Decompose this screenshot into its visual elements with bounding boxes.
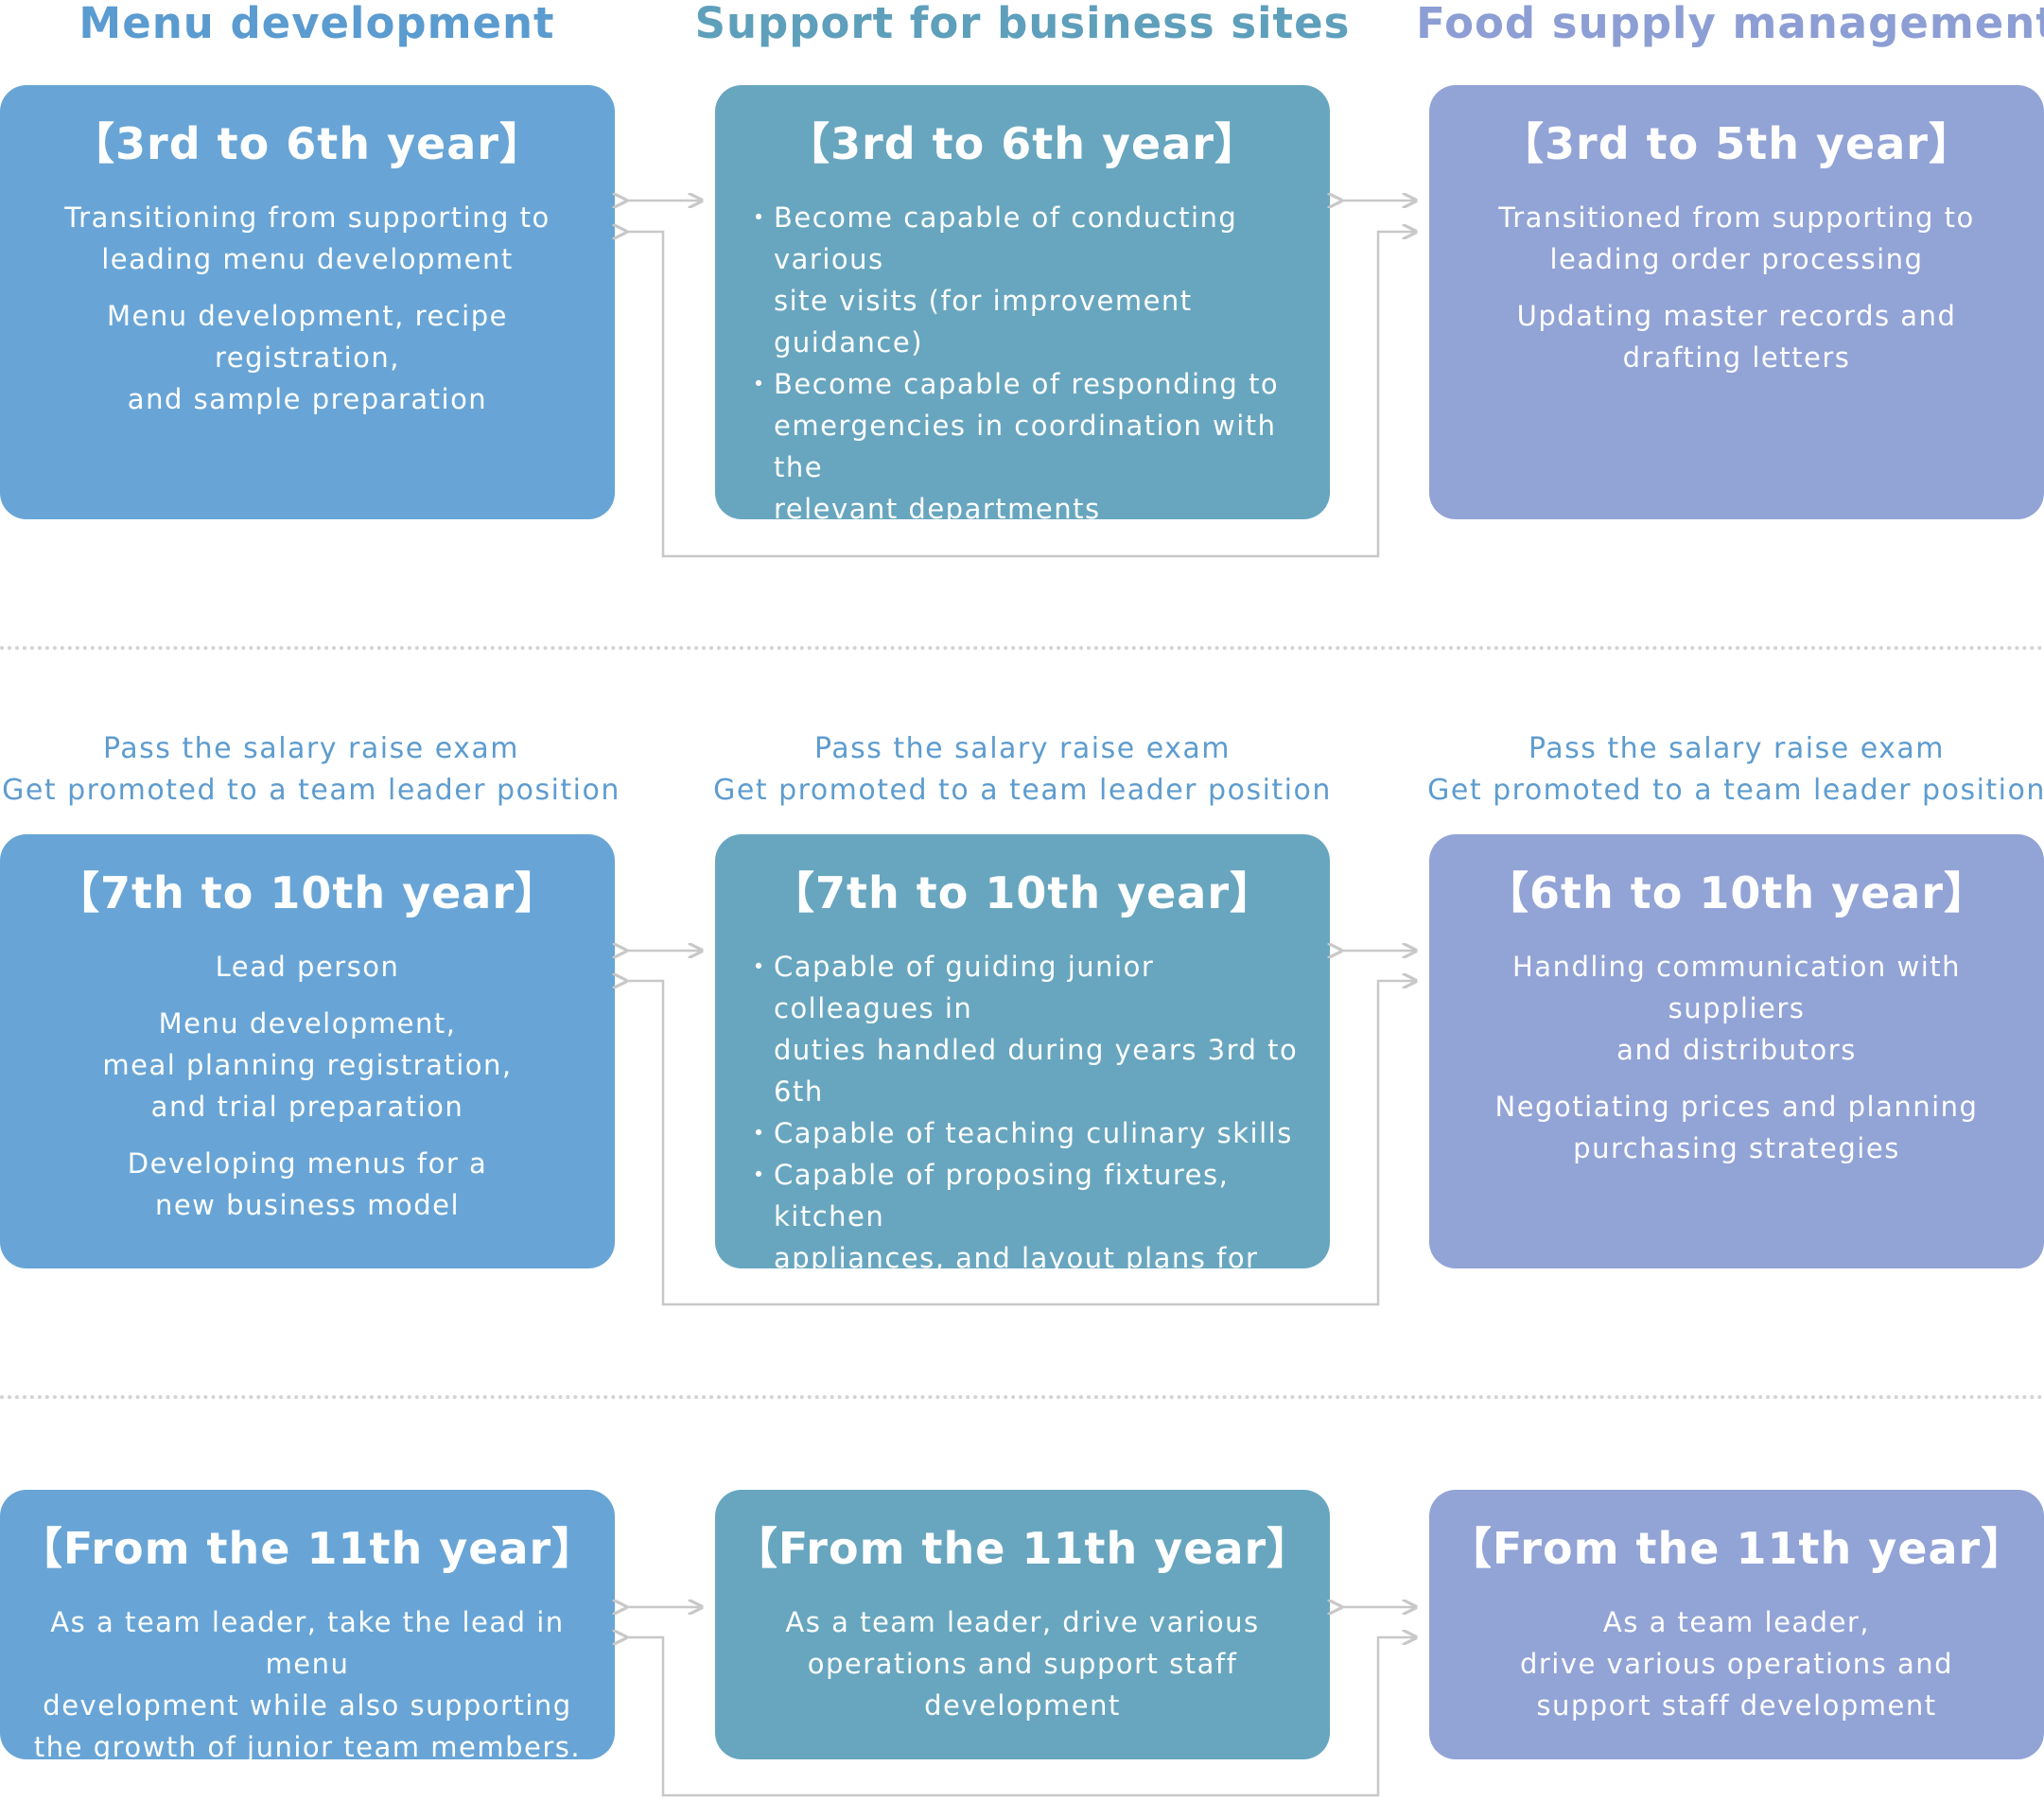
stage-box-menu-row3: 【From the 11th year】 As a team leader, t… [0, 1490, 615, 1763]
list-item: Become capable of supporting the launch … [732, 530, 1313, 613]
stage-description: As a team leader, drive various operatio… [1519, 1606, 1954, 1722]
stage-heading: 【From the 11th year】 [733, 1523, 1312, 1574]
stage-box-support-row1: 【3rd to 6th year】 Become capable of cond… [715, 85, 1330, 608]
stage-box-support-row2: 【7th to 10th year】 Capable of guiding ju… [715, 834, 1330, 1316]
stage-box-menu-row1: 【3rd to 6th year】 Transitioning from sup… [0, 85, 615, 519]
stage-description: Transitioning from supporting to leading… [64, 201, 550, 275]
list-item: Become capable of responding to emergenc… [732, 363, 1313, 530]
promotion-note-food: Pass the salary raise exam Get promoted … [1424, 728, 2044, 812]
stage-description: Developing menus for a new business mode… [127, 1147, 488, 1221]
list-item: Capable of teaching culinary skills [732, 1112, 1313, 1154]
stage-description: Handling communication with suppliers an… [1512, 951, 1961, 1066]
promotion-line: Get promoted to a team leader position [1427, 774, 2044, 807]
column-title-food-supply-management: Food supply management [1416, 0, 2044, 48]
list-item: Capable of proposing fixtures, kitchen a… [732, 1154, 1313, 1320]
stage-description: Menu development, recipe registration, a… [107, 300, 508, 415]
promotion-line: Pass the salary raise exam [1528, 732, 1945, 765]
list-item: Become capable of conducting various sit… [732, 197, 1313, 363]
stage-description: Menu development, meal planning registra… [102, 1007, 513, 1123]
stage-description: Negotiating prices and planning purchasi… [1494, 1091, 1979, 1164]
stage-box-support-row3: 【From the 11th year】 As a team leader, d… [715, 1490, 1330, 1759]
stage-heading: 【From the 11th year】 [18, 1523, 597, 1574]
stage-description: As a team leader, take the lead in menu … [33, 1606, 582, 1763]
stage-heading: 【7th to 10th year】 [770, 867, 1275, 918]
stage-description: Transitioned from supporting to leading … [1498, 201, 1975, 275]
stage-heading: 【From the 11th year】 [1447, 1523, 2026, 1574]
stage-heading: 【3rd to 6th year】 [71, 118, 544, 169]
promotion-line: Get promoted to a team leader position [713, 774, 1332, 807]
promotion-note-support: Pass the salary raise exam Get promoted … [710, 728, 1335, 812]
loop-arrow [626, 981, 1416, 1306]
column-title-menu-development: Menu development [79, 0, 555, 48]
stage-box-menu-row2: 【7th to 10th year】 Lead person Menu deve… [0, 834, 615, 1268]
stage-heading: 【3rd to 5th year】 [1500, 118, 1973, 169]
stage-bullet-list: Capable of guiding junior colleagues in … [732, 946, 1313, 1320]
stage-bullet-list: Become capable of conducting various sit… [732, 197, 1313, 613]
promotion-line: Pass the salary raise exam [813, 732, 1231, 765]
stage-heading: 【7th to 10th year】 [55, 867, 560, 918]
promotion-note-menu: Pass the salary raise exam Get promoted … [0, 728, 623, 812]
loop-arrow [626, 1637, 1416, 1797]
loop-arrow [626, 232, 1416, 558]
stage-box-food-row2: 【6th to 10th year】 Handling communicatio… [1429, 834, 2044, 1268]
list-item: Capable of guiding junior colleagues in … [732, 946, 1313, 1112]
stage-heading: 【3rd to 6th year】 [786, 118, 1259, 169]
stage-heading: 【6th to 10th year】 [1484, 867, 1989, 918]
stage-description: Lead person [215, 951, 400, 983]
stage-box-food-row3: 【From the 11th year】 As a team leader, d… [1429, 1490, 2044, 1759]
promotion-line: Get promoted to a team leader position [2, 774, 620, 807]
promotion-line: Pass the salary raise exam [102, 732, 519, 765]
column-title-support-business-sites: Support for business sites [694, 0, 1351, 48]
stage-box-food-row1: 【3rd to 5th year】 Transitioned from supp… [1429, 85, 2044, 519]
section-divider [0, 646, 2044, 650]
stage-description: Updating master records and drafting let… [1516, 300, 1957, 374]
section-divider [0, 1395, 2044, 1399]
